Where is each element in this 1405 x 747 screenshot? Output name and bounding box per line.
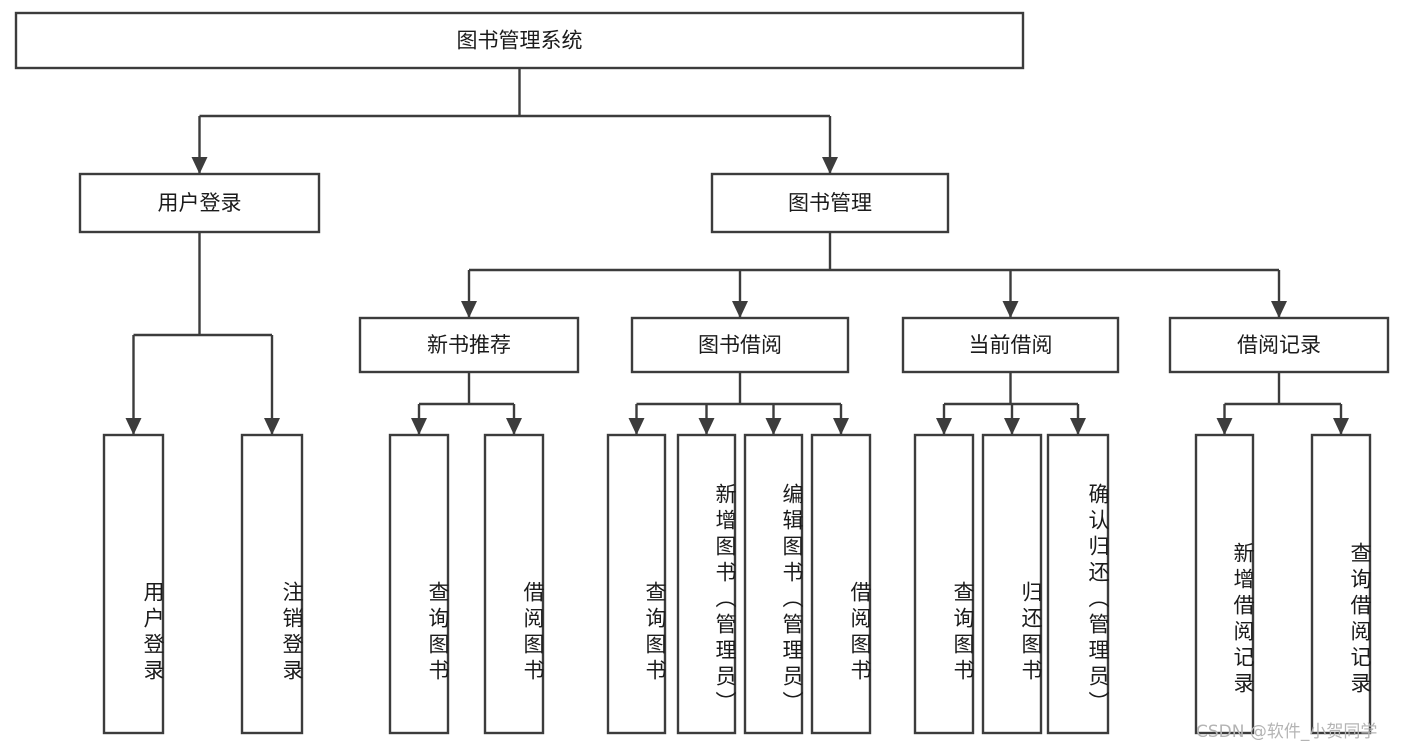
node-box-leaf-confirm-return[interactable] xyxy=(1046,433,1110,735)
node-box-leaf-logout[interactable] xyxy=(240,433,304,735)
node-box-leaf-edit-book[interactable] xyxy=(743,433,804,735)
node-box-leaf-add-book[interactable] xyxy=(676,433,737,735)
node-box-leaf-borrow-book-2[interactable] xyxy=(810,433,872,735)
arrow-head-icon xyxy=(191,157,208,174)
node-label-borrow-record: 借阅记录 xyxy=(1237,333,1321,357)
arrow-head-icon xyxy=(1004,418,1020,435)
node-label-user-login: 用户登录 xyxy=(158,191,242,215)
node-box-leaf-query-book-1[interactable] xyxy=(388,433,450,735)
arrow-head-icon xyxy=(936,418,952,435)
arrow-head-icon xyxy=(628,418,645,435)
node-box-leaf-return-book[interactable] xyxy=(981,433,1043,735)
arrow-head-icon xyxy=(732,301,748,318)
node-box-leaf-query-book-2[interactable] xyxy=(606,433,667,735)
arrow-head-icon xyxy=(1333,418,1349,435)
node-box-user-login[interactable] xyxy=(78,172,321,234)
arrow-head-icon xyxy=(506,418,522,435)
node-label-book-manage: 图书管理 xyxy=(788,191,872,215)
node-box-layer xyxy=(14,11,1390,735)
arrow-head-icon xyxy=(765,418,782,435)
arrow-head-icon xyxy=(125,418,142,435)
node-label-current-borrow: 当前借阅 xyxy=(969,333,1053,357)
arrow-head-icon xyxy=(822,157,838,174)
arrow-head-icon xyxy=(461,301,477,318)
node-box-new-book-rec[interactable] xyxy=(358,316,580,374)
arrow-head-icon xyxy=(1002,301,1019,318)
arrow-head-icon xyxy=(1070,418,1086,435)
arrow-head-icon xyxy=(1271,301,1287,318)
arrow-head-icon xyxy=(698,418,715,435)
node-box-book-manage[interactable] xyxy=(710,172,950,234)
arrow-head-icon xyxy=(1216,418,1233,435)
node-box-leaf-user-login[interactable] xyxy=(102,433,165,735)
node-box-leaf-add-record[interactable] xyxy=(1194,433,1255,735)
node-box-leaf-query-record[interactable] xyxy=(1310,433,1372,735)
node-box-current-borrow[interactable] xyxy=(901,316,1120,374)
node-box-leaf-borrow-book-1[interactable] xyxy=(483,433,545,735)
node-label-new-book-rec: 新书推荐 xyxy=(427,333,511,357)
arrow-head-icon xyxy=(411,418,427,435)
arrow-head-icon xyxy=(833,418,849,435)
connector-layer xyxy=(125,68,1349,435)
node-box-leaf-query-book-3[interactable] xyxy=(913,433,975,735)
node-label-book-borrow: 图书借阅 xyxy=(698,333,782,357)
node-box-borrow-record[interactable] xyxy=(1168,316,1390,374)
arrow-head-icon xyxy=(264,418,280,435)
node-label-root: 图书管理系统 xyxy=(457,29,583,53)
node-box-root[interactable] xyxy=(14,11,1025,70)
watermark-text: CSDN @软件_小贺同学 xyxy=(1196,722,1378,742)
node-box-book-borrow[interactable] xyxy=(630,316,850,374)
